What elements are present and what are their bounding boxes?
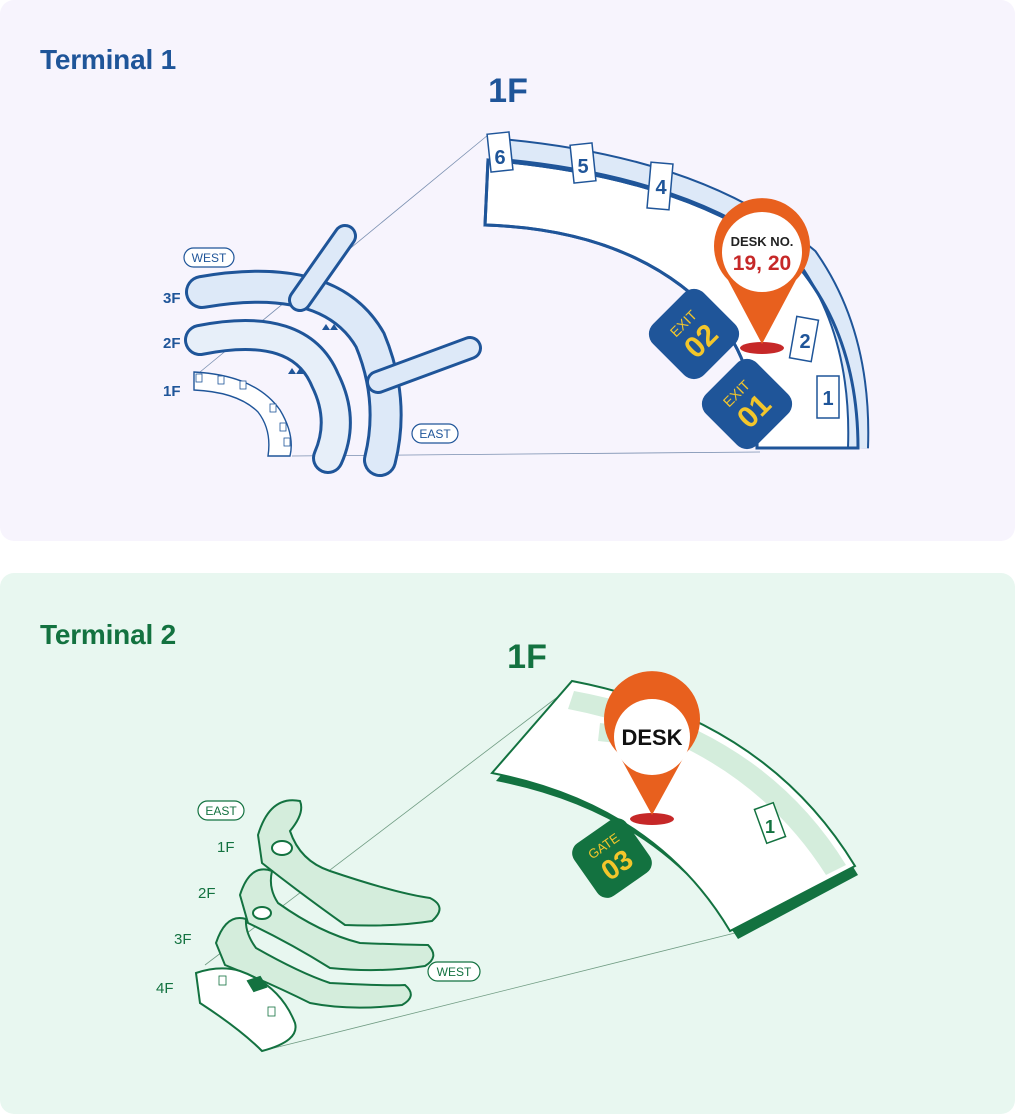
- svg-text:4: 4: [655, 177, 667, 199]
- svg-text:WEST: WEST: [192, 251, 227, 265]
- t2-gate-03-badge: GATE 03: [572, 818, 652, 898]
- svg-text:2: 2: [799, 331, 810, 353]
- t2-pin-label: DESK: [621, 725, 682, 750]
- t1-desk-location-pin: DESK NO. 19, 20: [713, 198, 810, 354]
- t2-floor-label-1f: 1F: [217, 839, 235, 856]
- t1-gate-4: 4: [646, 161, 674, 211]
- t1-gate-6: 6: [486, 131, 514, 173]
- t1-floor-label-3f: 3F: [163, 290, 181, 307]
- terminal-1-panel: Terminal 1: [0, 0, 1015, 541]
- t1-pin-desk-numbers: 19, 20: [733, 252, 791, 275]
- t2-direction-east-tag: EAST: [197, 800, 245, 821]
- terminal-2-map: 1F 2F 3F 4F EAST WEST 1F 1: [156, 638, 858, 1053]
- terminal-2-title: Terminal 2: [40, 619, 176, 650]
- t2-detail-floor-label: 1F: [507, 638, 547, 676]
- t1-exit-02-badge: EXIT 02: [648, 288, 740, 380]
- svg-text:5: 5: [577, 156, 588, 178]
- t1-direction-west-tag: WEST: [183, 247, 235, 268]
- t1-detail-floor-label: 1F: [488, 72, 528, 110]
- t1-exit-01-badge: EXIT 01: [701, 358, 793, 450]
- svg-text:WEST: WEST: [437, 965, 472, 979]
- t2-overview: [194, 799, 441, 1053]
- t1-detail-map: [483, 137, 870, 450]
- t1-overview: [184, 224, 482, 477]
- t2-gate-1: 1: [753, 801, 787, 845]
- terminal-1-title: Terminal 1: [40, 44, 176, 75]
- t1-pin-label: DESK NO.: [731, 234, 794, 249]
- t2-floor-label-4f: 4F: [156, 980, 174, 997]
- t2-floor-label-3f: 3F: [174, 931, 192, 948]
- svg-text:1: 1: [765, 817, 775, 837]
- t1-gate-5: 5: [569, 142, 597, 184]
- svg-text:1: 1: [822, 388, 833, 410]
- terminal-1-map: 3F 2F 1F WEST EAST 1F 6 5: [163, 72, 870, 477]
- t1-floor-label-1f: 1F: [163, 383, 181, 400]
- t1-direction-east-tag: EAST: [411, 423, 459, 444]
- t1-gate-1: 1: [816, 375, 840, 419]
- t1-gate-2: 2: [788, 315, 820, 363]
- t2-direction-west-tag: WEST: [427, 961, 481, 982]
- svg-text:EAST: EAST: [205, 804, 237, 818]
- t2-desk-location-pin: DESK: [604, 671, 701, 825]
- t1-floor-label-2f: 2F: [163, 335, 181, 352]
- terminal-2-panel: Terminal 2 1F 2F 3F: [0, 573, 1015, 1114]
- t2-floor-label-2f: 2F: [198, 885, 216, 902]
- svg-text:6: 6: [494, 147, 505, 169]
- svg-text:EAST: EAST: [419, 427, 451, 441]
